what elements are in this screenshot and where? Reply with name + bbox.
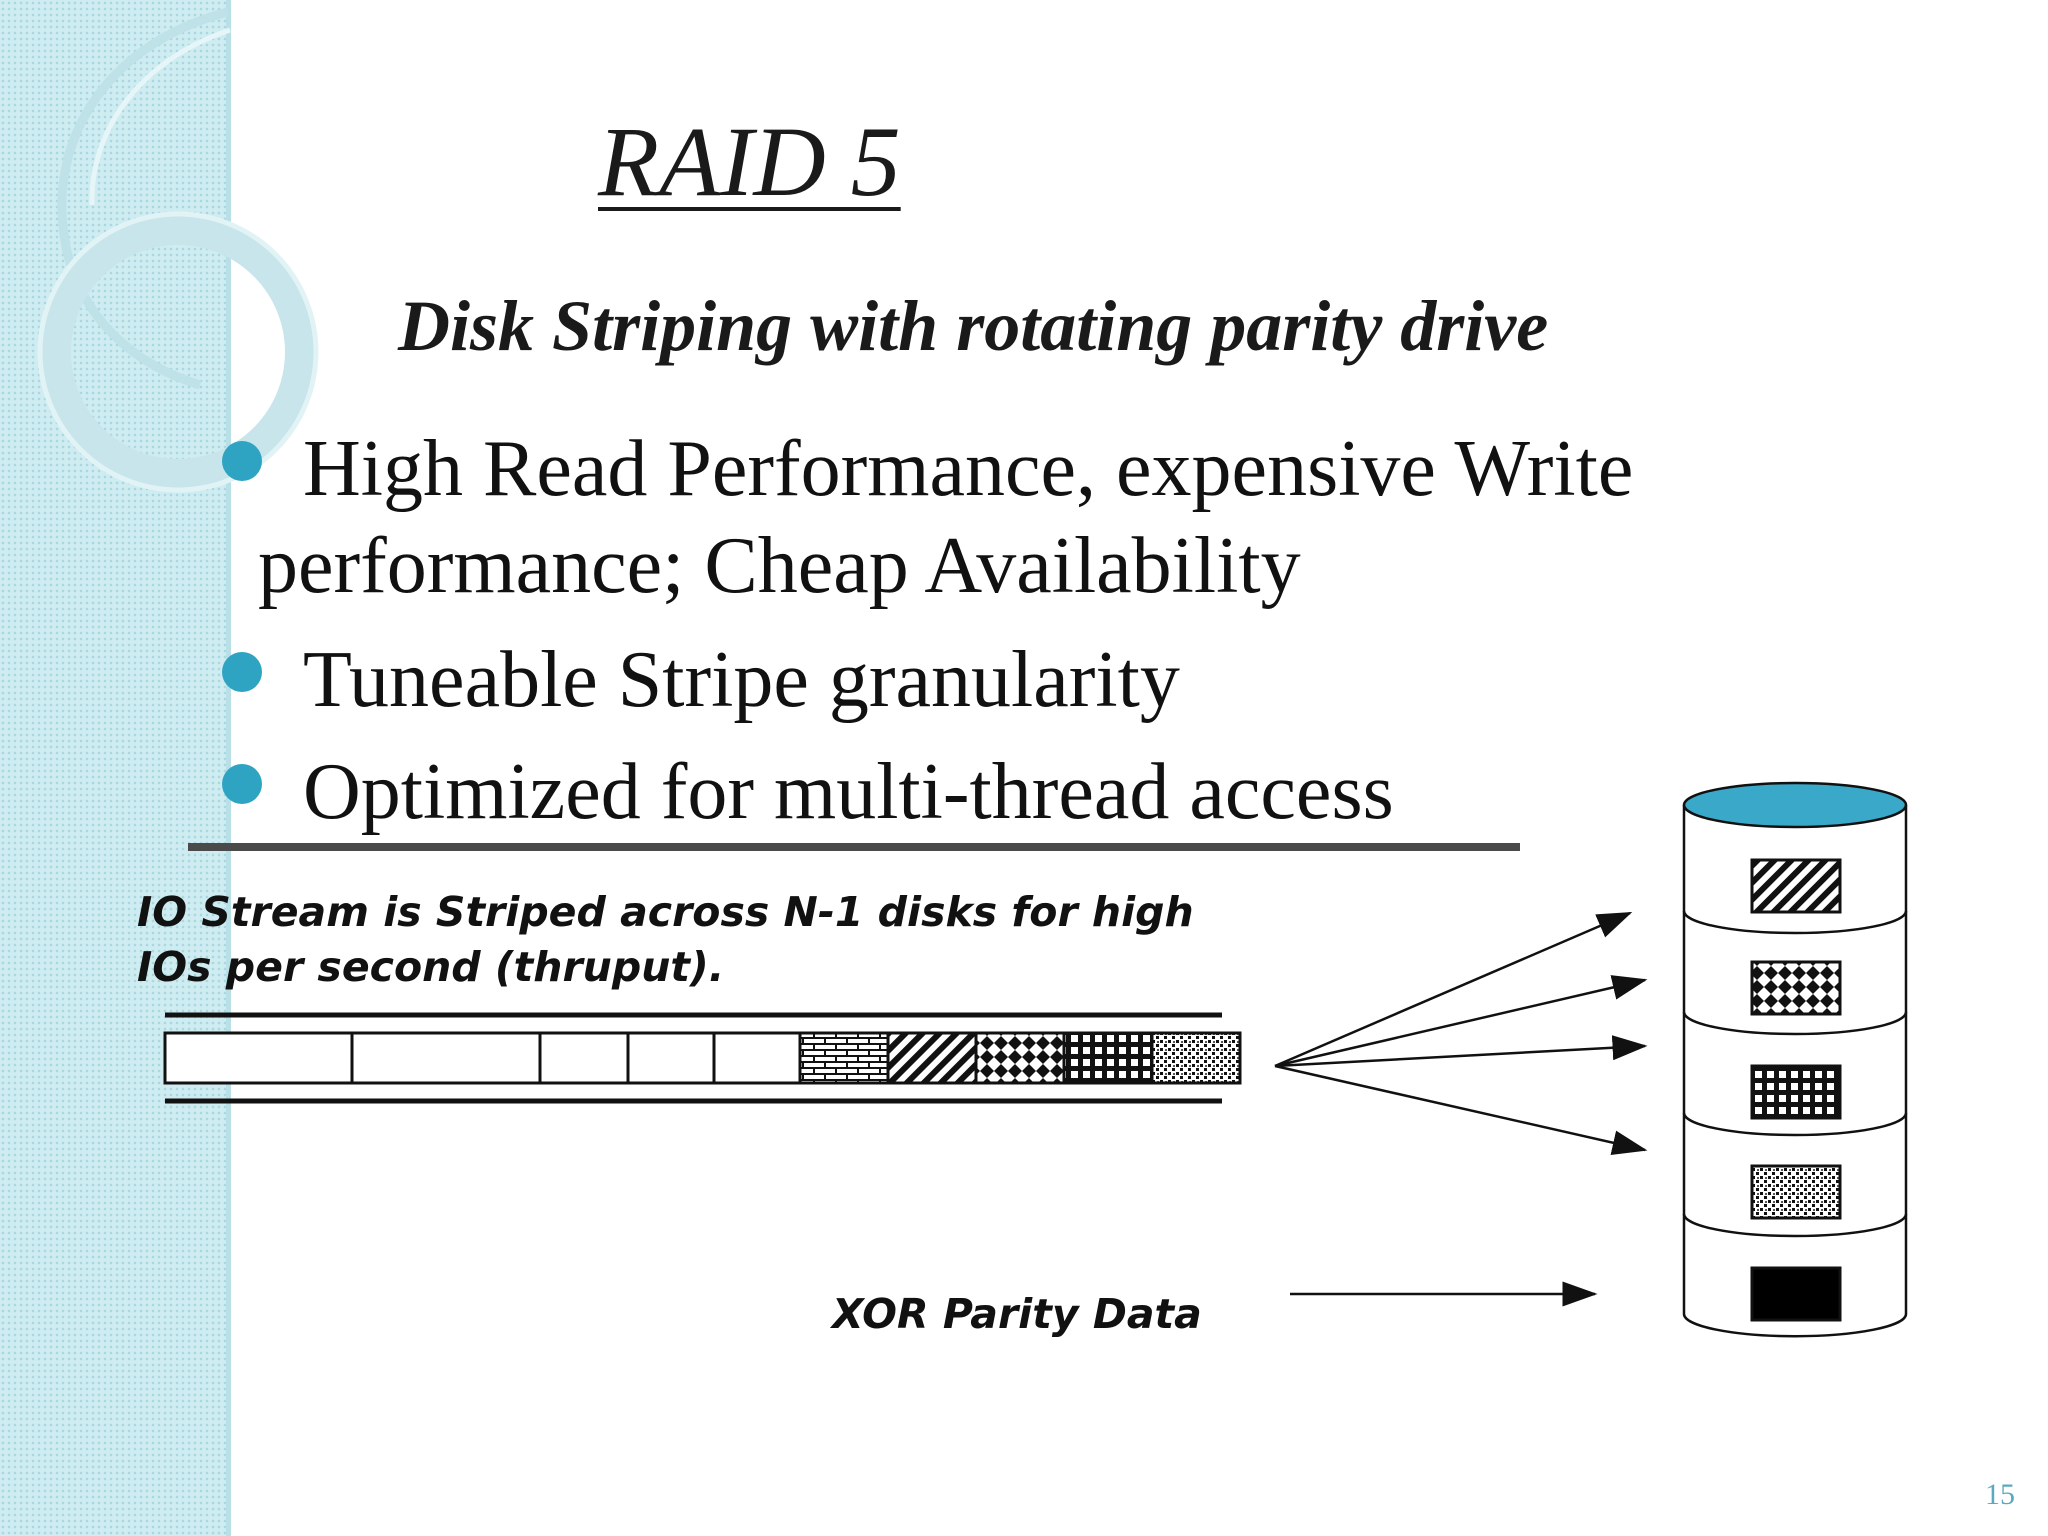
bullet-read-performance-cont: performance; Cheap Availability [258,522,1301,610]
io-stream-note: IO Stream is Striped across N-1 disks fo… [137,888,1194,936]
stream-segment-diagonal [886,1031,978,1085]
stream-segment-empty [163,1031,354,1085]
xor-parity-label: XOR Parity Data [832,1290,1202,1338]
stream-segment-stipple [1150,1031,1242,1085]
section-divider [188,843,1520,851]
stream-segment-empty [350,1031,542,1085]
disk-block-grid [1750,1064,1842,1120]
stripe-arrows [1274,911,1648,1155]
bullet-stripe-granularity: Tuneable Stripe granularity [303,636,1180,724]
disk-block-diagonal [1750,858,1842,914]
disk-block-diamond [1750,960,1842,1016]
ring-shape [41,215,315,489]
stream-segment-empty [626,1031,716,1085]
stream-segment-empty [712,1031,802,1085]
bullet-dot [222,441,262,481]
io-stream-note-cont: IOs per second (thruput). [137,943,725,991]
page-number: 15 [1985,1478,2015,1511]
bullet-dot [222,764,262,804]
disk-block-stipple [1750,1164,1842,1220]
bullet-multithread: Optimized for multi-thread access [303,748,1394,836]
decorative-rings [37,7,319,493]
stream-segment-empty [538,1031,630,1085]
bullet-read-performance: High Read Performance, expensive Write [303,425,1634,513]
stream-segment-diamond [974,1031,1066,1085]
slide-title: RAID 5 [598,106,901,217]
bullet-dot [222,652,262,692]
stream-segment-brick [798,1031,890,1085]
stream-segment-grid [1062,1031,1154,1085]
disk-block-solid [1750,1266,1842,1322]
disk-top [1682,781,1908,829]
slide-subtitle: Disk Striping with rotating parity drive [398,286,1549,366]
